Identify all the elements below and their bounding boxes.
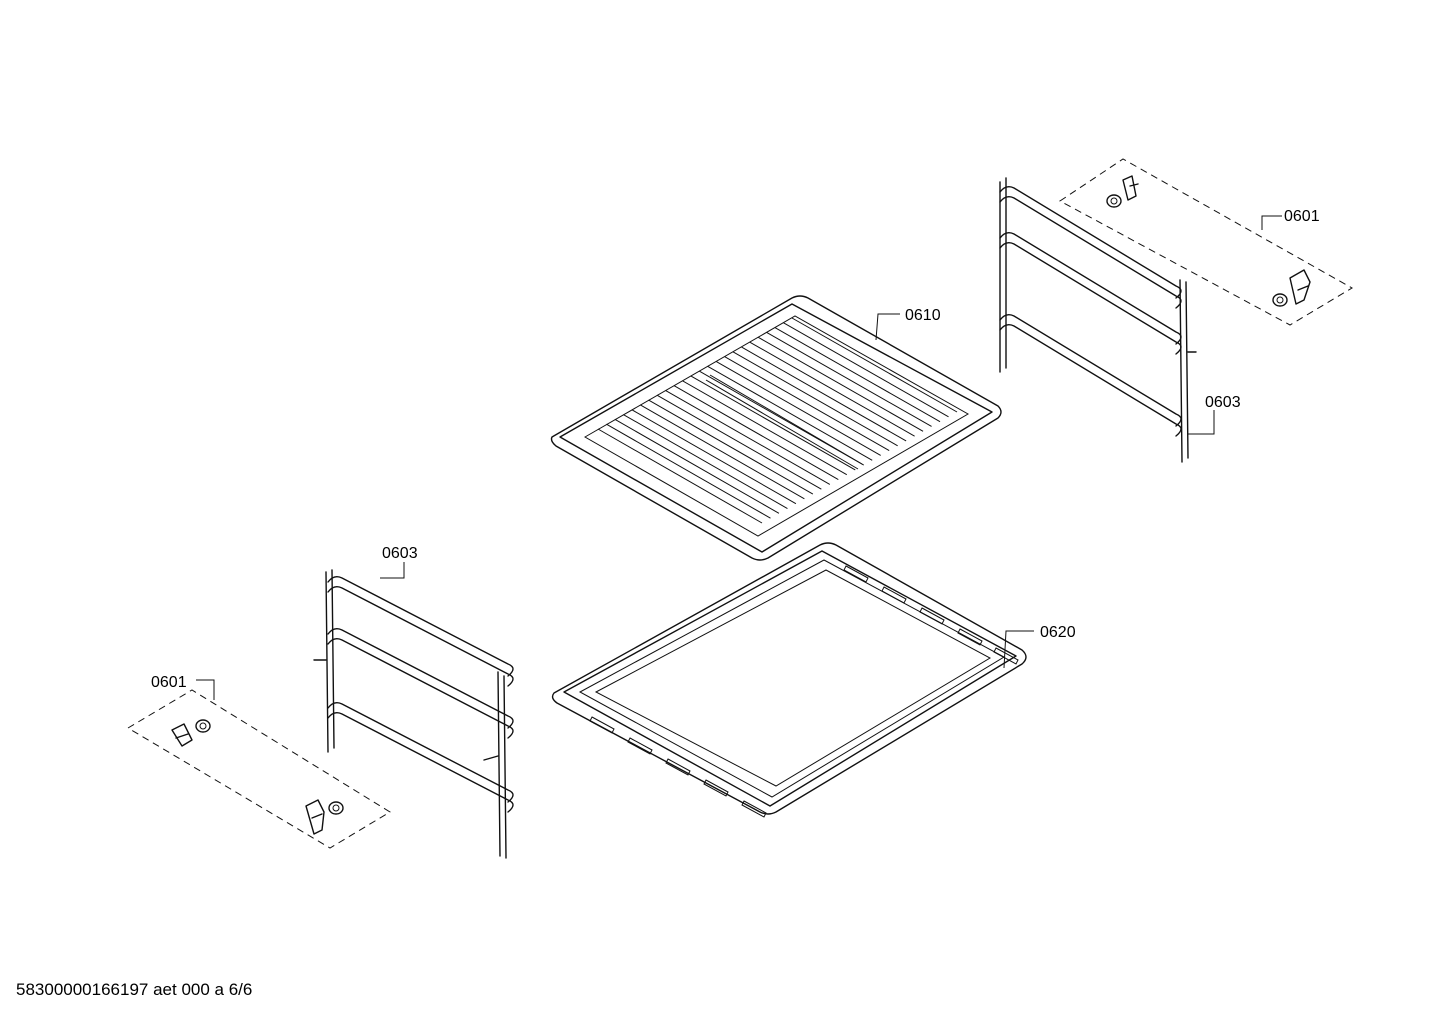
shelf-grid-bar	[682, 380, 848, 476]
tray-slot	[919, 607, 945, 625]
rail-loop	[327, 627, 514, 729]
leader-lines	[196, 215, 1282, 700]
shelf-grid-bar	[623, 414, 788, 509]
label-clips-left: 0601	[151, 674, 187, 691]
shelf-grid-bar	[766, 332, 932, 427]
tray-slot	[589, 716, 615, 734]
rail-loop	[327, 711, 514, 813]
tray-slot	[957, 628, 983, 646]
label-shelf-grid: 0610	[905, 307, 941, 324]
rail-loop	[327, 637, 514, 739]
rail-loop	[999, 241, 1182, 355]
shelf-grid-bar	[758, 336, 924, 432]
rail-loop	[327, 701, 514, 803]
shelf-grid-bar	[741, 346, 907, 442]
label-clips-right: 0601	[1284, 208, 1320, 225]
rail-loop	[999, 185, 1182, 299]
shelf-grid-bar	[783, 322, 949, 418]
tray-slot	[843, 565, 869, 583]
shelf-grid-bar	[724, 356, 890, 452]
shelf-grid-bar	[774, 327, 941, 423]
rail-loop	[327, 575, 514, 677]
baking-tray-part	[551, 542, 1027, 818]
clip-set-right-part	[1059, 158, 1353, 326]
shelf-grid-bar	[656, 394, 822, 490]
tray-slot	[993, 647, 1019, 665]
shelf-grid-bar	[715, 361, 881, 456]
shelf-grid-bar	[690, 375, 856, 471]
tray-slot	[881, 586, 907, 604]
shelf-grid-bar	[791, 317, 958, 413]
shelf-grid-bar	[749, 341, 915, 437]
rail-right-part	[999, 177, 1197, 463]
rail-loop	[999, 231, 1182, 345]
rail-loop	[999, 195, 1182, 309]
shelf-grid-bar	[614, 418, 780, 514]
shelf-grid-bar	[639, 404, 805, 500]
document-id: 58300000166197 aet 000 a 6/6	[16, 980, 253, 999]
rail-left-part	[313, 569, 514, 859]
rail-loop	[327, 585, 514, 687]
label-rail-right: 0603	[1205, 394, 1241, 411]
shelf-grid-bar	[606, 423, 771, 519]
label-baking-tray: 0620	[1040, 624, 1076, 641]
shelf-grid-bar	[707, 365, 873, 461]
label-rail-left: 0603	[382, 545, 418, 562]
shelf-grid-bar	[665, 389, 831, 485]
clip-set-left-part	[127, 689, 391, 849]
shelf-grid-bar	[732, 351, 898, 447]
rail-loop	[999, 313, 1182, 427]
wire-shelf-part	[550, 295, 1002, 561]
tray-slot	[703, 779, 729, 797]
tray-slot	[741, 800, 767, 818]
shelf-grid-bar	[597, 428, 763, 524]
shelf-grid-bar	[673, 385, 839, 480]
rail-loop	[999, 323, 1182, 437]
shelf-grid-bar	[648, 399, 814, 495]
tray-slot	[665, 758, 691, 776]
shelf-grid-bar	[631, 409, 797, 505]
tray-slot	[627, 737, 653, 755]
